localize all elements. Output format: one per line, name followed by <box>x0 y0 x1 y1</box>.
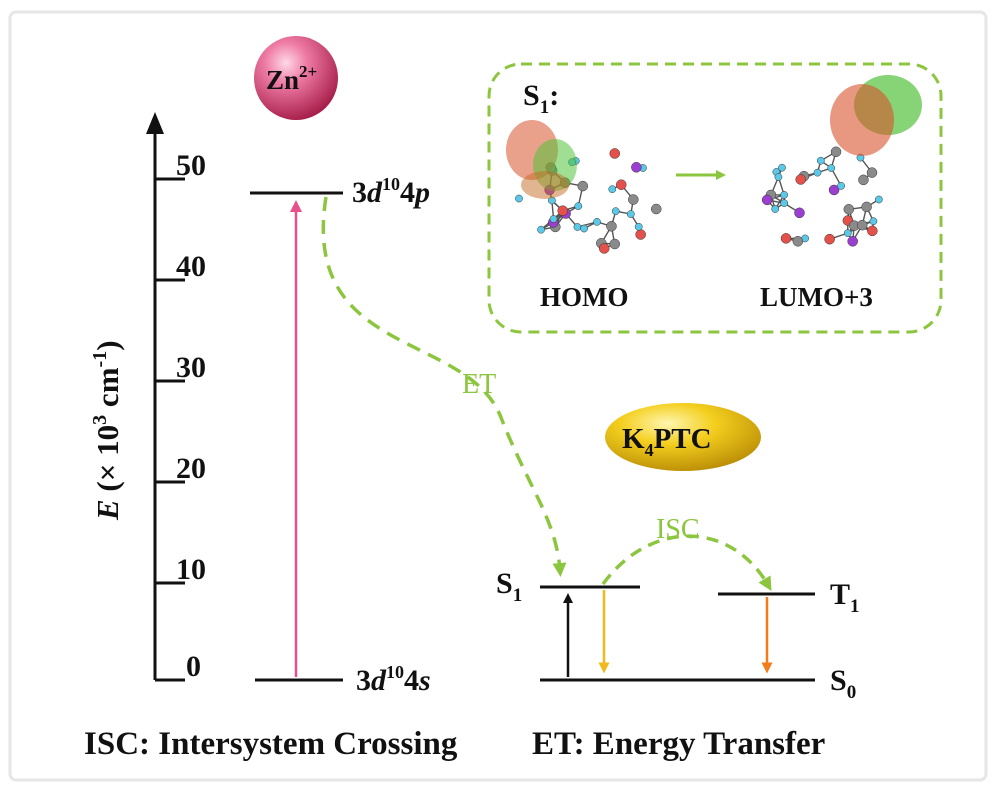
molecule-atom <box>858 174 869 186</box>
molecule-atom <box>634 222 643 231</box>
molecule-atom <box>792 236 804 247</box>
molecule-atom <box>611 207 620 216</box>
s0-level-label: S0 <box>830 664 856 703</box>
molecule-atom <box>573 223 582 231</box>
homo-molecule <box>506 120 662 254</box>
axis-label-unit-exp: -1 <box>89 351 111 368</box>
molecule-atom <box>827 164 836 172</box>
molecule-atom <box>615 179 627 190</box>
molecule-atom <box>875 195 883 204</box>
molecule-atom <box>580 224 588 233</box>
isc-arrow <box>601 534 772 592</box>
molecule-atom <box>515 194 523 203</box>
molecule-atom <box>778 163 786 172</box>
k4ptc-ellipse <box>605 403 761 471</box>
molecule-atom <box>857 219 868 231</box>
homo-lobe-orange <box>521 171 569 199</box>
legend-et: ET: Energy Transfer <box>532 726 825 762</box>
molecule-atom <box>824 233 835 245</box>
inset-border <box>487 62 943 334</box>
tick-label-10: 10 <box>176 553 206 586</box>
molecule-atom <box>650 203 662 215</box>
orbital-inset: S1: HOMO LUMO+3 <box>487 62 943 334</box>
molecule-atom <box>609 238 620 250</box>
molecule-atom <box>608 185 617 194</box>
molecule-atom <box>828 184 840 196</box>
molecule-atom <box>780 199 789 207</box>
zn-ion: Zn2+ <box>254 36 338 120</box>
axis-label: E (× 103 cm-1) <box>89 340 125 521</box>
t1-level-label: T1 <box>830 578 860 617</box>
zn-sphere <box>254 36 338 120</box>
energy-axis: 0 10 20 30 40 50 E (× 103 cm-1) <box>89 112 206 683</box>
molecule-atom <box>631 162 642 173</box>
molecule-atom <box>606 221 617 232</box>
lumo-label: LUMO+3 <box>760 282 873 312</box>
molecule-atom <box>780 191 788 199</box>
axis-label-unit: cm <box>90 367 125 415</box>
molecule-atom <box>771 205 780 213</box>
molecule-atom <box>830 146 842 158</box>
molecule-atom <box>861 201 872 213</box>
lumo-lobe-red <box>830 84 894 156</box>
lumo-molecule <box>761 75 922 247</box>
molecule-atom <box>843 204 855 215</box>
tick-label-0: 0 <box>186 650 201 683</box>
axis-label-close: ) <box>90 340 125 350</box>
k4ptc-badge: K4PTC <box>605 403 761 471</box>
molecule-atom <box>780 233 792 244</box>
et-label: ET <box>462 369 496 400</box>
tick-label-50: 50 <box>176 149 206 182</box>
molecule-atom <box>557 205 568 216</box>
zn-upper-level-label: 3d104p <box>352 174 430 209</box>
isc-label: ISC <box>656 514 700 545</box>
axis-label-exp: 3 <box>89 415 111 425</box>
molecule-atom <box>593 218 601 226</box>
molecule-atom <box>794 207 805 219</box>
molecule-atom <box>813 168 822 177</box>
molecule-atom <box>866 167 878 178</box>
molecule-atom <box>626 210 635 218</box>
molecule-atom <box>869 217 878 226</box>
legend-isc: ISC: Intersystem Crossing <box>84 726 458 762</box>
molecule-atom <box>761 194 773 206</box>
homo-label: HOMO <box>540 282 629 312</box>
s1-level-label: S1 <box>496 567 522 606</box>
molecule-atom <box>837 182 845 190</box>
zn-charge: 2+ <box>299 62 317 81</box>
molecule-atom <box>774 173 783 181</box>
molecule-atom <box>549 215 558 223</box>
molecule-atom <box>537 225 545 234</box>
zn-symbol: Zn <box>266 65 299 95</box>
molecule-atom <box>628 194 639 205</box>
molecule-atom <box>577 180 589 192</box>
axis-label-rest: (× 10 <box>90 425 125 500</box>
k4ptc-label: K4PTC <box>622 423 712 460</box>
molecule-atom <box>598 243 610 254</box>
tick-label-40: 40 <box>176 250 206 283</box>
molecule-atom <box>847 236 858 247</box>
molecule-atom <box>609 148 620 159</box>
tick-label-20: 20 <box>176 452 206 485</box>
outer-border <box>8 10 988 782</box>
zn-lower-level-label: 3d104s <box>356 662 431 697</box>
molecule-atom <box>795 174 806 185</box>
tick-label-30: 30 <box>176 351 206 384</box>
molecule-atom <box>635 229 646 240</box>
molecule-atom <box>816 156 825 165</box>
axis-arrowhead <box>146 112 164 134</box>
molecule-atom <box>843 229 852 237</box>
inset-state-label: S1: <box>523 79 559 118</box>
axis-label-var: E <box>90 499 125 521</box>
molecule-atom <box>867 225 878 237</box>
energy-transfer-arrow <box>321 196 567 577</box>
zn-label: Zn2+ <box>266 62 317 95</box>
molecule-atom <box>574 202 583 210</box>
